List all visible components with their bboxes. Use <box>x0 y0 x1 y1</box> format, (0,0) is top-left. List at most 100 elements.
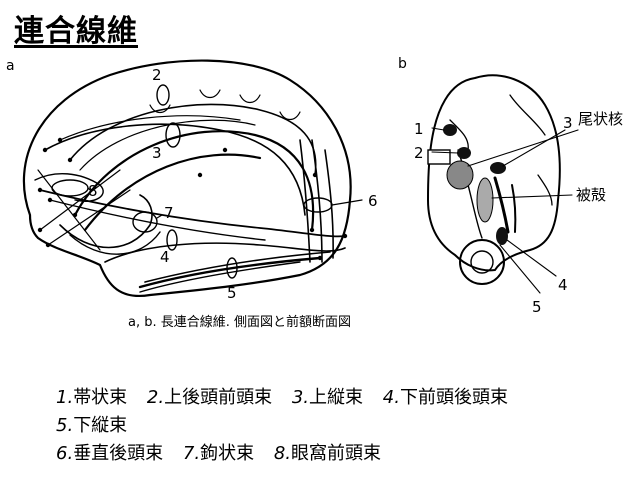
brain-lateral-view <box>22 59 363 298</box>
brain-coronal-section <box>426 74 579 294</box>
cingulum-section <box>443 124 457 136</box>
fiber-inferior-longitudinal <box>138 256 322 289</box>
marker-3-ellipse <box>165 122 181 148</box>
leader-6 <box>331 199 363 206</box>
legend-num: 3. <box>291 387 310 408</box>
leader-b-3 <box>502 129 566 167</box>
lower-contour <box>139 261 301 293</box>
internal-capsule <box>493 176 510 234</box>
label-b-2: 2 <box>414 144 424 162</box>
leader-b-putamen <box>491 194 573 199</box>
fiber-u-4 <box>279 111 301 121</box>
marker-2-box <box>427 149 451 165</box>
fiber-superior-longitudinal <box>44 123 306 216</box>
figure-caption: a, b. 長連合線維. 側面図と前額断面図 <box>128 314 351 330</box>
legend-num: 8. <box>273 443 292 464</box>
legend-num: 2. <box>146 387 165 408</box>
midline <box>457 149 483 239</box>
marker-4-ellipse <box>166 229 178 251</box>
marker-5-ellipse <box>226 257 238 279</box>
legend-name: 上後頭前頭束 <box>164 387 273 408</box>
fiber-uncinate <box>59 194 153 249</box>
claustrum-line <box>511 184 517 233</box>
marker-8-ellipse <box>51 179 89 197</box>
legend-item: 8.眼窩前頭束 <box>274 440 381 468</box>
label-caudate: 尾状核 <box>578 110 623 128</box>
temporal-lobe-inner <box>470 250 494 274</box>
marker-7-ellipse <box>132 211 158 233</box>
label-b-4: 4 <box>558 276 568 294</box>
fiber-vertical-occipital-2 <box>311 139 323 263</box>
legend-num: 1. <box>56 387 74 408</box>
panel-b-label: b <box>398 56 407 72</box>
legend: 1.帯状束 2.上後頭前頭束 3.上縦束 4.下前頭後頭束 5.下縦束 6.垂直… <box>56 384 522 468</box>
fiber-inferior-longitudinal-2 <box>144 251 331 283</box>
leader-b-caudate <box>467 129 579 167</box>
leader-b-2 <box>431 151 459 154</box>
legend-num: 7. <box>182 443 201 464</box>
label-a-2: 2 <box>152 66 162 84</box>
fiber-u-1 <box>199 89 221 99</box>
label-a-7: 7 <box>164 204 174 222</box>
caudate-nucleus <box>446 160 474 190</box>
fiber-frontal-cross-3 <box>37 169 101 251</box>
fiber-end-dots <box>37 137 348 261</box>
leader-8 <box>87 187 91 191</box>
legend-item: 5.下縦束 <box>56 412 127 440</box>
legend-name: 垂直後頭束 <box>73 443 164 464</box>
marker-2-ellipse <box>156 84 170 106</box>
label-b-1: 1 <box>414 120 424 138</box>
legend-name: 下前頭後頭束 <box>399 387 508 408</box>
leader-7 <box>156 214 163 219</box>
label-a-3: 3 <box>152 144 162 162</box>
label-a-8: 8 <box>88 182 98 200</box>
temporal-lobe-contour <box>104 242 346 263</box>
legend-name: 帯状束 <box>73 387 128 408</box>
legend-row-3: 6.垂直後頭束 7.鉤状束 8.眼窩前頭束 <box>56 440 522 468</box>
label-b-3: 3 <box>563 114 573 132</box>
leader-b-5 <box>499 244 541 294</box>
panel-a-numbers: 2 3 4 5 6 7 8 <box>88 66 378 302</box>
fiber-u-3 <box>149 104 171 114</box>
fiber-vertical-occipital <box>299 139 311 263</box>
temporal-lobe-section <box>459 239 505 285</box>
legend-item: 6.垂直後頭束 <box>56 440 163 468</box>
legend-name: 下縦束 <box>73 415 128 436</box>
marker-6-ellipse <box>303 197 333 213</box>
fiber-arcuate <box>73 130 315 232</box>
inferior-fronto-occipital-section <box>496 227 508 245</box>
legend-row-1: 1.帯状束 2.上後頭前頭束 3.上縦束 4.下前頭後頭束 <box>56 384 522 412</box>
fiber-cingulum <box>69 103 317 176</box>
fiber-u-2 <box>239 94 261 104</box>
label-a-4: 4 <box>160 248 170 266</box>
fiber-uncinate-2 <box>69 231 161 255</box>
putamen <box>476 177 494 223</box>
legend-item: 2.上後頭前頭束 <box>147 384 272 412</box>
fiber-inferior-fronto-occipital-2 <box>49 199 266 241</box>
legend-row-2: 5.下縦束 <box>56 412 522 440</box>
fiber-superior-longitudinal-2 <box>59 115 241 141</box>
label-a-5: 5 <box>227 284 237 302</box>
legend-name: 上縦束 <box>309 387 364 408</box>
superior-longitudinal-section <box>490 162 506 174</box>
panel-a-label: a <box>6 58 15 74</box>
label-b-5: 5 <box>532 298 542 316</box>
legend-num: 5. <box>56 415 74 436</box>
legend-item: 3.上縦束 <box>292 384 363 412</box>
leader-b-1 <box>431 127 445 131</box>
legend-name: 鉤状束 <box>200 443 255 464</box>
brain-outline-lateral <box>22 59 352 298</box>
leader-b-4 <box>506 239 557 277</box>
legend-item: 1.帯状束 <box>56 384 127 412</box>
legend-item: 7.鉤状束 <box>183 440 254 468</box>
superior-fronto-occipital-section <box>457 147 471 159</box>
legend-item: 4.下前頭後頭束 <box>383 384 508 412</box>
fiber-cingulum-2 <box>79 119 256 171</box>
legend-num: 4. <box>382 387 400 408</box>
panel-b-labels: 1 2 3 4 5 尾状核 被殻 <box>414 110 623 316</box>
fiber-frontal-cross <box>39 169 121 231</box>
legend-num: 6. <box>56 443 74 464</box>
coronal-outline <box>426 74 561 272</box>
fiber-arcuate-2 <box>83 153 262 232</box>
label-a-6: 6 <box>368 192 378 210</box>
